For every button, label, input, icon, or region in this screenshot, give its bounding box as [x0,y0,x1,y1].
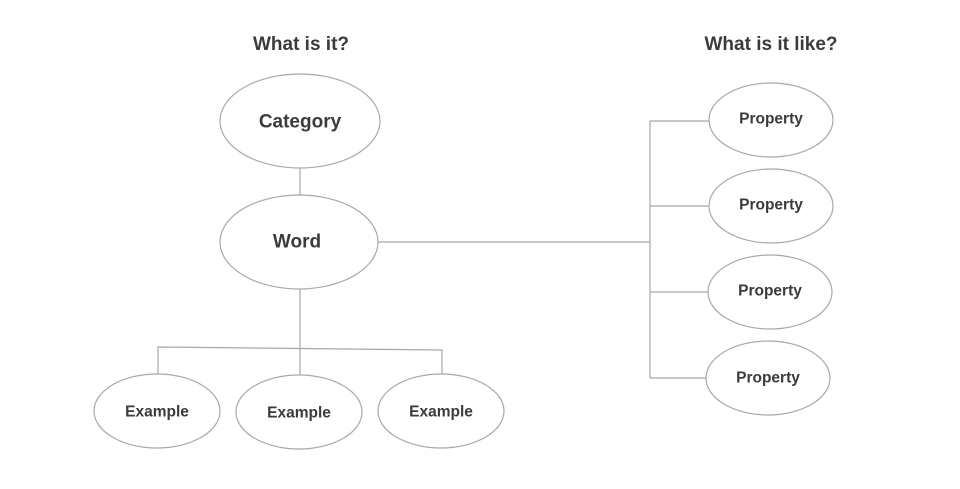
category-label: Category [259,112,342,133]
property-ellipse [707,254,833,330]
word-label: Word [273,232,321,253]
category-ellipse [219,73,381,169]
connectors [157,120,709,379]
property-node: Property [705,340,831,416]
property-label: Property [736,370,800,387]
property-label: Property [739,197,803,214]
example-label: Example [267,405,331,422]
property-node: Property [708,168,834,244]
example-node: Example [93,373,221,449]
heading-what-is-it: What is it? [253,34,349,55]
example-ellipse [377,373,505,449]
word-ellipse [219,194,379,290]
word-node: Word [219,194,379,290]
property-label: Property [739,111,803,128]
example-ellipse [235,374,363,450]
property-label: Property [738,283,802,300]
example-label: Example [409,404,473,421]
example-label: Example [125,404,189,421]
examples-branch-connector [157,346,443,376]
property-node: Property [708,82,834,158]
property-ellipse [708,168,834,244]
heading-what-is-it-like: What is it like? [704,34,837,55]
property-node: Property [707,254,833,330]
example-ellipse [93,373,221,449]
example-node: Example [235,374,363,450]
example-node: Example [377,373,505,449]
property-ellipse [705,340,831,416]
property-ellipse [708,82,834,158]
category-node: Category [219,73,381,169]
